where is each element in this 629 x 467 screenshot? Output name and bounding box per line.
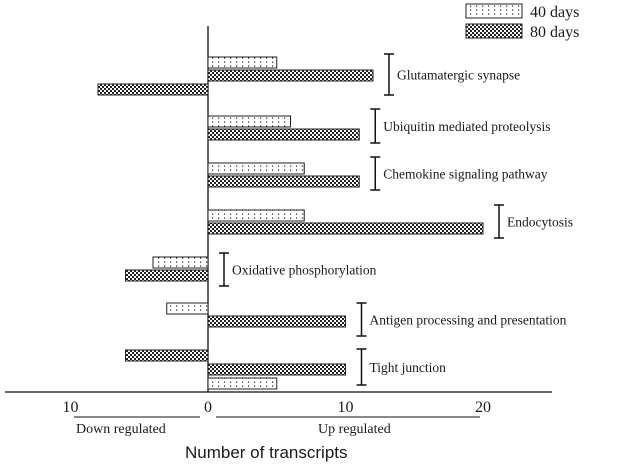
bar-40-days-tight-junction (207, 377, 278, 390)
x-tick-label: 10 (63, 399, 79, 416)
category-label-oxidative-phosphorylation: Oxidative phosphorylation (232, 263, 377, 278)
bracket-antigen-processing-and-presentation (356, 302, 367, 337)
bar-40-days-antigen-processing-and-presentation (166, 302, 209, 315)
bar-80-days-tight-junction (207, 363, 346, 376)
bar-80-days-down-glutamatergic-synapse (97, 83, 209, 96)
bracket-oxidative-phosphorylation (219, 252, 229, 287)
bar-40-days-glutamatergic-synapse (207, 56, 278, 69)
legend-label-40-days: 40 days (530, 4, 579, 21)
x-tick-label: 10 (338, 399, 354, 416)
legend-swatch-40-days (465, 3, 523, 19)
category-label-endocytosis: Endocytosis (507, 215, 573, 230)
legend-swatch-80-days (465, 23, 523, 39)
bracket-ubiquitin-mediated-proteolysis (370, 108, 381, 144)
category-label-glutamatergic-synapse: Glutamatergic synapse (397, 68, 520, 83)
bar-80-days-chemokine-signaling-pathway (207, 175, 360, 188)
bracket-chemokine-signaling-pathway (370, 156, 381, 191)
bar-80-days-ubiquitin-mediated-proteolysis (207, 128, 360, 141)
x-tick-label: 0 (204, 399, 212, 416)
bracket-endocytosis (494, 204, 504, 239)
bar-40-days-oxidative-phosphorylation (152, 256, 209, 269)
bracket-glutamatergic-synapse (384, 53, 394, 96)
down-regulated-label: Down regulated (76, 422, 166, 437)
legend-label-80-days: 80 days (530, 24, 579, 41)
bar-40-days-chemokine-signaling-pathway (207, 162, 305, 175)
bar-80-days-antigen-processing-and-presentation (207, 315, 346, 328)
bar-40-days-ubiquitin-mediated-proteolysis (207, 115, 291, 128)
legend: 40 days 80 days (465, 3, 579, 41)
bar-80-days-down-tight-junction (125, 349, 209, 362)
bracket-tight-junction (356, 348, 367, 386)
x-tick-labels: 10 0 10 20 (63, 399, 492, 416)
category-label-antigen-processing-and-presentation: Antigen processing and presentation (370, 313, 567, 328)
category-label-ubiquitin-mediated-proteolysis: Ubiquitin mediated proteolysis (383, 119, 550, 134)
category-label-tight-junction: Tight junction (370, 360, 447, 375)
bars (97, 56, 484, 390)
up-regulated-label: Up regulated (318, 422, 391, 437)
bar-40-days-endocytosis (207, 209, 305, 222)
x-tick-label: 20 (475, 399, 491, 416)
category-label-chemokine-signaling-pathway: Chemokine signaling pathway (383, 167, 547, 182)
x-axis-title: Number of transcripts (185, 443, 348, 462)
bar-80-days-oxidative-phosphorylation (125, 269, 209, 282)
bar-80-days-endocytosis (207, 222, 484, 235)
bar-80-days-glutamatergic-synapse (207, 69, 374, 82)
